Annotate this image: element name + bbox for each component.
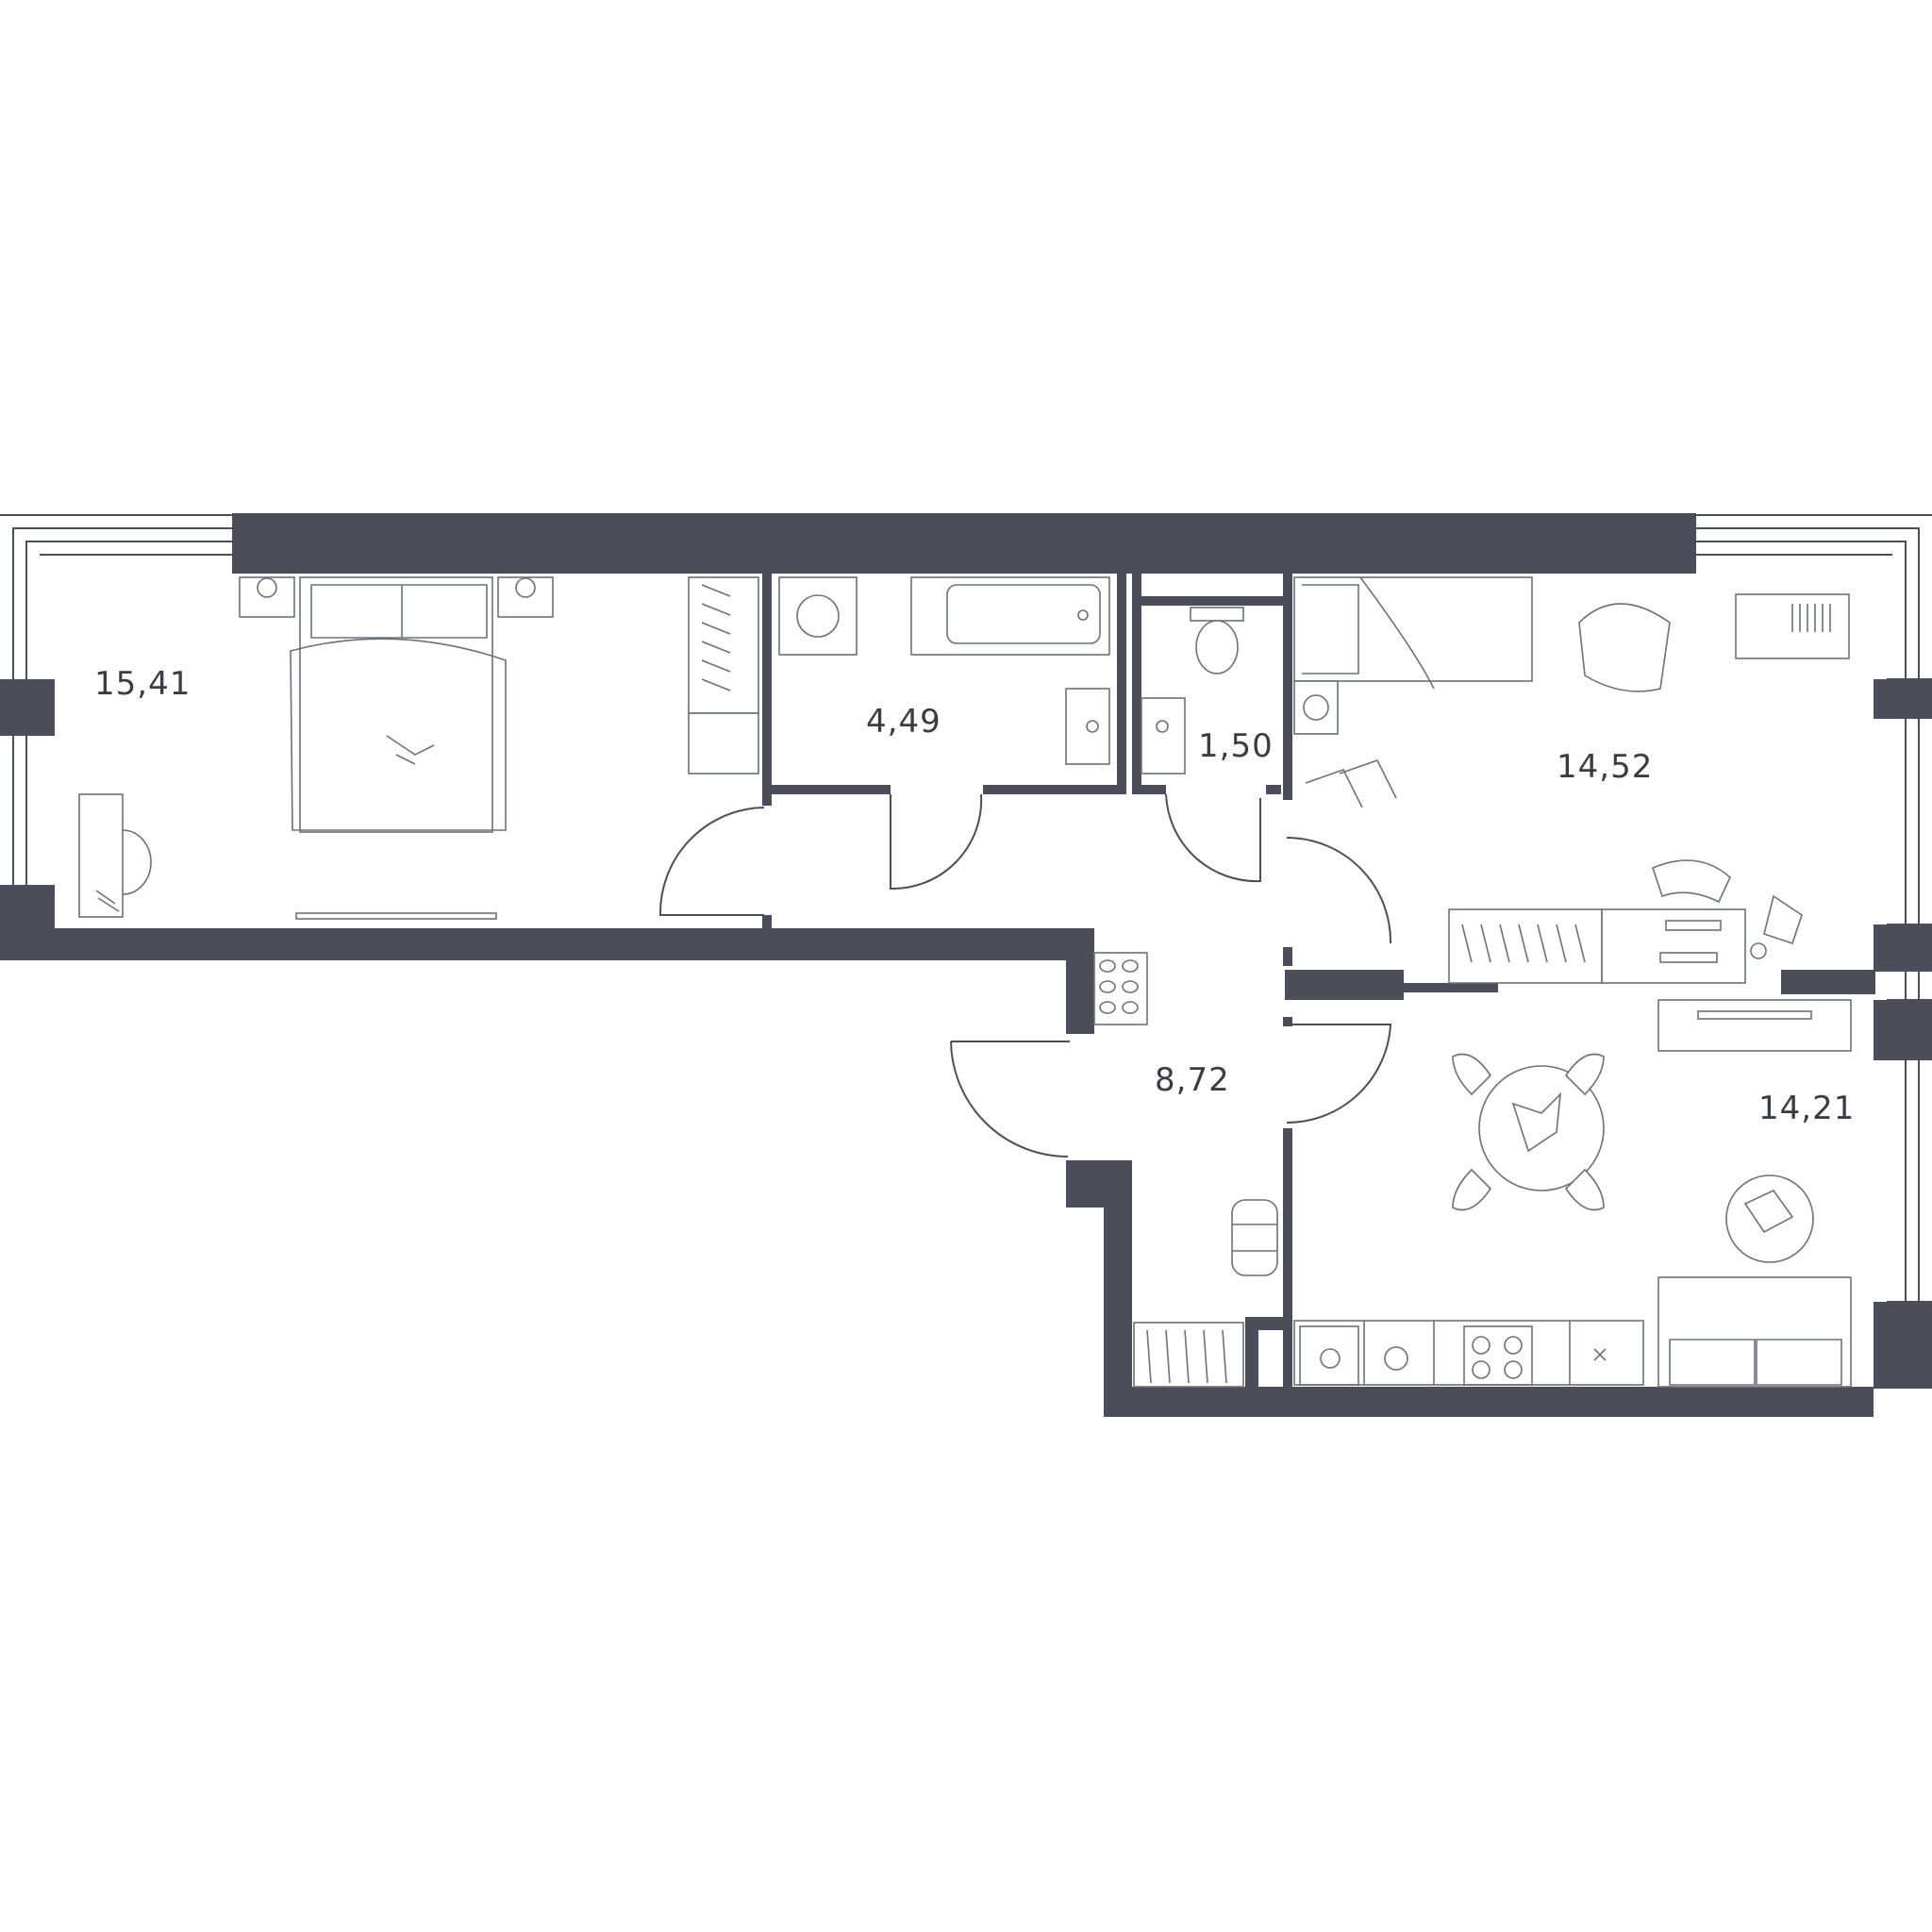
area-label-kitchen-living: 14,21 [1758, 1090, 1855, 1127]
area-label-bedroom: 15,41 [94, 665, 191, 703]
area-label-hallway: 8,72 [1155, 1061, 1230, 1099]
bedroom-furniture [78, 576, 759, 920]
area-label-toilet: 1,50 [1198, 727, 1274, 765]
room-labels: 15,41 4,49 1,50 14,52 8,72 14,21 [94, 665, 1855, 1127]
walls [0, 513, 1932, 1417]
toilet-furniture [1141, 607, 1244, 774]
area-label-bathroom: 4,49 [866, 703, 941, 741]
doors [658, 793, 1392, 1158]
kitchen-furniture [1293, 999, 1852, 1388]
child-room-furniture [1293, 576, 1850, 984]
area-label-child-room: 14,52 [1557, 748, 1653, 786]
hallway-furniture [1093, 952, 1278, 1388]
bathroom-furniture [778, 576, 1110, 765]
